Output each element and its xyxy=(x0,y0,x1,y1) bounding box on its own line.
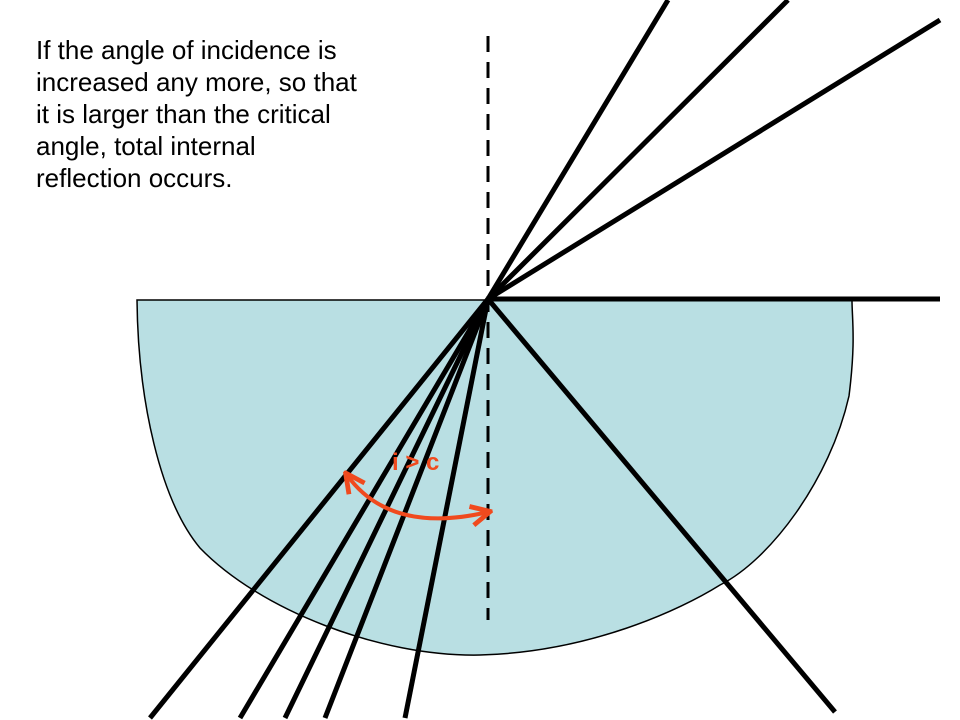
refracted-ray xyxy=(486,17,942,302)
caption-line: angle, total internal xyxy=(36,131,256,161)
caption-text: If the angle of incidence is increased a… xyxy=(36,34,456,194)
caption-line: If the angle of incidence is xyxy=(36,35,337,65)
refracted-ray xyxy=(485,0,671,301)
caption-line: reflection occurs. xyxy=(36,163,233,193)
refracted-ray xyxy=(486,0,790,301)
reflected-ray xyxy=(486,297,837,714)
caption-line: it is larger than the critical xyxy=(36,99,331,129)
caption-line: increased any more, so that xyxy=(36,67,357,97)
angle-arrow xyxy=(347,475,488,518)
angle-label: i > c xyxy=(392,449,439,476)
incident-ray xyxy=(148,297,490,720)
